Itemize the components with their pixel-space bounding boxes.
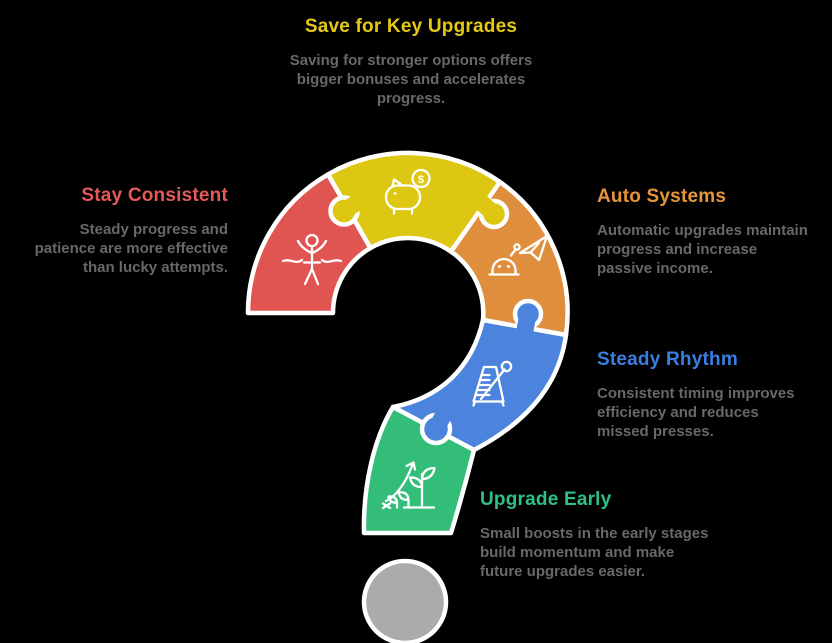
auto-send-robot-icon [488, 234, 549, 276]
section-save-body: Saving for stronger options offers bigge… [289, 52, 533, 107]
section-save-title: Save for Key Upgrades [304, 16, 518, 37]
question-dot [361, 558, 449, 643]
neck-yellow-left [335, 191, 370, 220]
section-early-title: Upgrade Early [480, 489, 612, 510]
piece-icons: $ [281, 168, 549, 510]
finish-runner-icon [281, 233, 343, 286]
neck-blue-bottom [427, 405, 453, 438]
knob-necks [335, 191, 537, 438]
coin-dollar-glyph: $ [418, 174, 424, 186]
neck-yellow-right [473, 194, 503, 223]
section-auto-title: Auto Systems [597, 186, 727, 207]
section-rhythm-title: Steady Rhythm [597, 349, 738, 370]
piggy-bank-savings-icon: $ [384, 168, 431, 215]
metronome-icon [472, 360, 513, 407]
section-consistent-title: Stay Consistent [81, 185, 228, 206]
section-steady-rhythm: Steady Rhythm Consistent timing improves… [597, 349, 813, 441]
section-early-body: Small boosts in the early stages build m… [480, 525, 709, 580]
growth-plant-icon [381, 461, 436, 510]
section-stay-consistent: Stay Consistent Steady progress and pati… [17, 185, 228, 277]
section-upgrade-early: Upgrade Early Small boosts in the early … [480, 489, 712, 581]
section-auto-body: Automatic upgrades maintain progress and… [597, 222, 808, 277]
section-auto-systems: Auto Systems Automatic upgrades maintain… [597, 186, 813, 278]
neck-blue-top [516, 305, 537, 339]
piece-save-upgrades [325, 150, 503, 254]
section-save-upgrades: Save for Key Upgrades Saving for stronge… [281, 16, 541, 108]
section-consistent-body: Steady progress and patience are more ef… [34, 221, 228, 276]
section-rhythm-body: Consistent timing improves efficiency an… [597, 385, 795, 440]
